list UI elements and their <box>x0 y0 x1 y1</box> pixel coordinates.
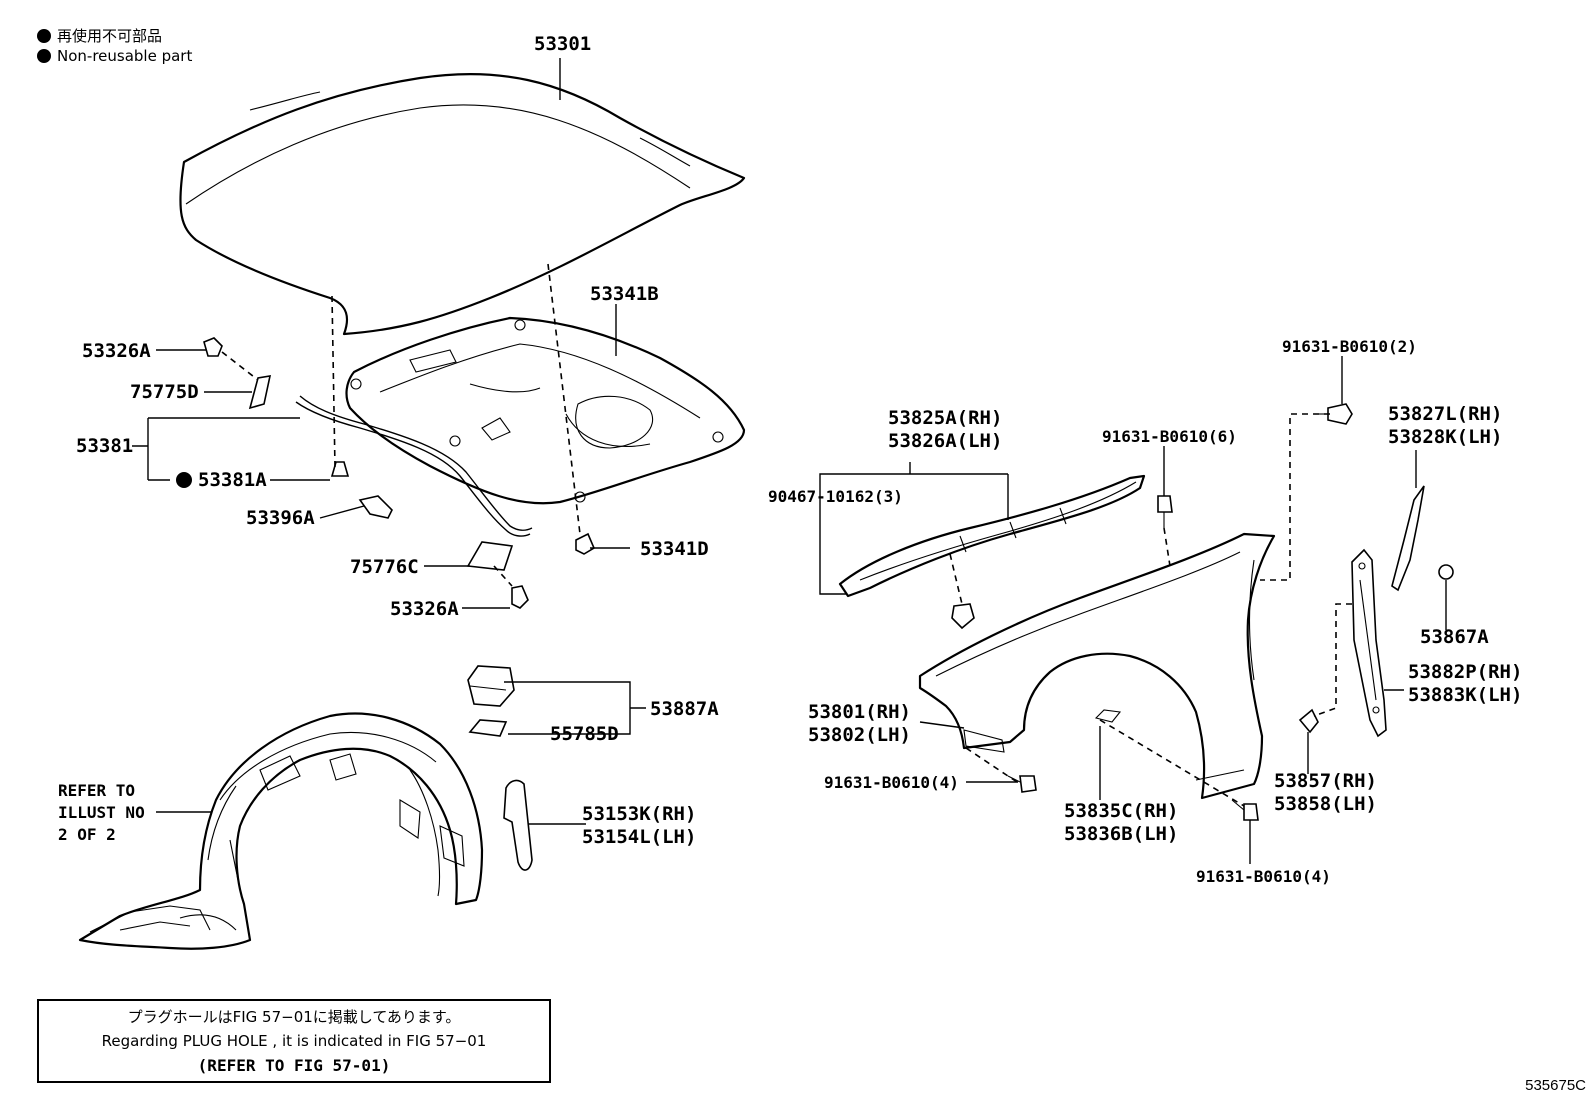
front-fender-part <box>918 532 1276 800</box>
bolt-91631-4a-icon <box>1007 775 1037 793</box>
label-75775D: 75775D <box>130 381 199 403</box>
label-91631-4b: 91631-B0610(4) <box>1196 867 1331 886</box>
fender-liner-part <box>78 712 484 950</box>
fender-seal-part <box>838 474 1146 598</box>
label-91631-4a: 91631-B0610(4) <box>824 773 959 792</box>
non-reusable-dot-icon <box>176 472 192 488</box>
clip-90467-icon <box>951 603 975 630</box>
protector-53887A-icon <box>467 665 515 707</box>
label-55785D: 55785D <box>550 723 619 745</box>
clip-53326A-bottom-icon <box>511 585 529 609</box>
bolt-91631-6-icon <box>1157 495 1173 528</box>
figure-id: 535675C <box>1525 1077 1586 1094</box>
bolt-91631-top-icon <box>1314 403 1353 425</box>
hood-part <box>179 72 746 336</box>
clip-53326A-top-icon <box>203 337 223 357</box>
clip-53867A-icon <box>1438 564 1454 580</box>
legend-jp-label: 再使用不可部品 <box>57 27 162 45</box>
refer-note-line3: 2 OF 2 <box>58 825 116 844</box>
label-91631-2: 91631-B0610(2) <box>1282 337 1417 356</box>
plug-hole-note: プラグホールはFIG 57−01に掲載してあります。 Regarding PLU… <box>37 999 551 1083</box>
bracket-53882P-icon <box>1351 548 1387 738</box>
label-53154L: 53154L(LH) <box>582 826 696 848</box>
label-53882P: 53882P(RH) <box>1408 661 1522 683</box>
label-53802: 53802(LH) <box>808 724 911 746</box>
note-en: Regarding PLUG HOLE , it is indicated in… <box>102 1032 487 1050</box>
bracket-75776C-icon <box>466 541 514 571</box>
hood-seal-part <box>295 395 533 537</box>
label-53883K: 53883K(LH) <box>1408 684 1522 706</box>
label-53381: 53381 <box>76 435 133 457</box>
label-53836B: 53836B(LH) <box>1064 823 1178 845</box>
label-53301: 53301 <box>534 33 591 55</box>
label-90467: 90467-10162(3) <box>768 487 903 506</box>
label-53801: 53801(RH) <box>808 701 911 723</box>
label-53887A: 53887A <box>650 698 719 720</box>
stopper-53396A-icon <box>358 495 393 519</box>
label-53341B: 53341B <box>590 283 659 305</box>
note-jp: プラグホールはFIG 57−01に掲載してあります。 <box>128 1008 461 1026</box>
label-53828K: 53828K(LH) <box>1388 426 1502 448</box>
refer-note-line1: REFER TO <box>58 781 135 800</box>
label-53867A: 53867A <box>1420 626 1489 648</box>
label-53341D: 53341D <box>640 538 709 560</box>
label-53835C: 53835C(RH) <box>1064 800 1178 822</box>
bracket-75775D-icon <box>248 375 272 410</box>
label-53381A: 53381A <box>198 469 267 491</box>
cushion-53857-icon <box>1298 708 1319 734</box>
label-53153K: 53153K(RH) <box>582 803 696 825</box>
hood-insulator-part <box>345 316 746 505</box>
label-53825A: 53825A(RH) <box>888 407 1002 429</box>
seal-53153K-icon <box>503 779 533 871</box>
label-53326A-bottom: 53326A <box>390 598 459 620</box>
label-53827L: 53827L(RH) <box>1388 403 1502 425</box>
legend: 再使用不可部品 Non-reusable part <box>37 27 192 65</box>
non-reusable-dot-icon <box>37 29 51 43</box>
label-53857: 53857(RH) <box>1274 770 1377 792</box>
legend-en-label: Non-reusable part <box>57 47 192 65</box>
bolt-91631-4b-icon <box>1231 799 1259 821</box>
non-reusable-dot-icon <box>37 49 51 63</box>
label-53858: 53858(LH) <box>1274 793 1377 815</box>
note-ref: (REFER TO FIG 57-01) <box>198 1056 391 1075</box>
pad-55785D-icon <box>468 719 508 737</box>
clip-53341D-icon <box>575 532 596 555</box>
label-53396A: 53396A <box>246 507 315 529</box>
label-53826A: 53826A(LH) <box>888 430 1002 452</box>
seal-strip-53827L-icon <box>1391 485 1425 592</box>
refer-note-line2: ILLUST NO <box>58 803 145 822</box>
label-91631-6: 91631-B0610(6) <box>1102 427 1237 446</box>
label-53326A-top: 53326A <box>82 340 151 362</box>
label-75776C: 75776C <box>350 556 419 578</box>
